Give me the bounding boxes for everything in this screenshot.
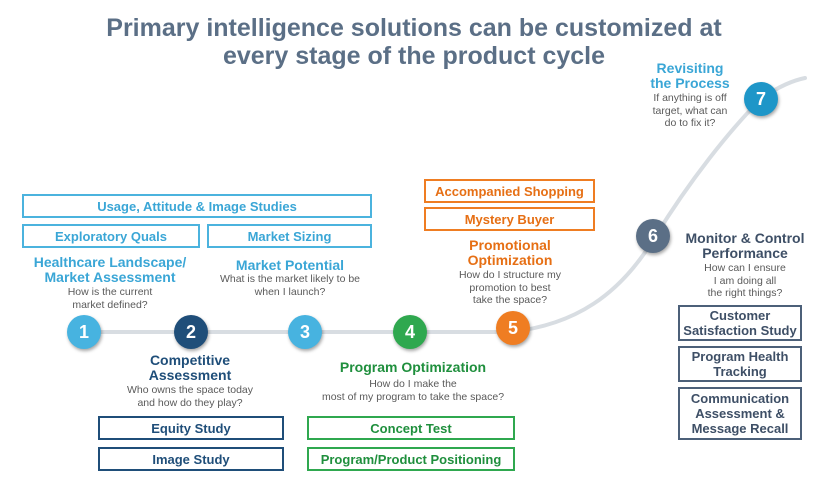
equity-study-label: Equity Study (151, 420, 231, 436)
stage-6-number: 6 (647, 226, 658, 246)
stage-3-heading: Market Potential (215, 258, 365, 273)
stage-7-question: If anything is off target, what can do t… (640, 92, 740, 130)
stage-4-number: 4 (404, 322, 415, 342)
stage-7-question-line-3: do to fix it? (664, 117, 716, 129)
stage-1-question-line-2: market defined? (72, 298, 148, 311)
communication-assessment-box: Communication Assessment & Message Recal… (678, 387, 802, 440)
stage-7-question-line-2: target, what can (652, 104, 728, 117)
stage-6-circle: 6 (636, 219, 670, 253)
stage-7-heading-line-1: Revisiting (656, 60, 724, 76)
stage-5-question-line-3: take the space? (472, 294, 548, 306)
stage-4-question: How do I make the most of my program to … (315, 378, 511, 403)
stage-5-circle: 5 (496, 311, 530, 345)
stage-1-question: How is the current market defined? (30, 286, 190, 311)
stage-4-heading: Program Optimization (318, 360, 508, 375)
mystery-buyer-box: Mystery Buyer (424, 207, 595, 231)
communication-label-line-3: Message Recall (691, 421, 789, 436)
customer-satisfaction-label-line-2: Satisfaction Study (683, 323, 797, 338)
stage-3-heading-line-1: Market Potential (235, 257, 345, 273)
stage-1-heading: Healthcare Landscape/ Market Assessment (15, 255, 205, 285)
equity-study-box: Equity Study (98, 416, 284, 440)
stage-2-number: 2 (185, 322, 196, 342)
stage-5-question: How do I structure my promotion to best … (440, 269, 580, 307)
customer-satisfaction-study-box: Customer Satisfaction Study (678, 305, 802, 341)
stage-4-question-line-1: How do I make the (369, 378, 457, 390)
stage-1-circle: 1 (67, 315, 101, 349)
stage-4-heading-line-1: Program Optimization (339, 359, 487, 375)
usage-attitude-image-studies-label: Usage, Attitude & Image Studies (97, 198, 297, 214)
stage-5-heading: Promotional Optimization (440, 238, 580, 268)
stage-7-number: 7 (755, 89, 766, 109)
stage-3-question-line-2: when I launch? (254, 285, 326, 298)
program-health-label-line-2: Tracking (713, 364, 767, 379)
market-sizing-box: Market Sizing (207, 224, 372, 248)
stage-3-circle: 3 (288, 315, 322, 349)
stage-5-question-line-1: How do I structure my (458, 269, 562, 281)
stage-6-question: How can I ensure I am doing all the righ… (680, 262, 810, 300)
stage-3-number: 3 (299, 322, 310, 342)
stage-7-question-line-1: If anything is off (653, 92, 727, 104)
stage-2-heading-line-2: Assessment (148, 367, 232, 383)
stage-5-heading-line-1: Promotional (469, 237, 551, 253)
communication-label-line-1: Communication (690, 391, 790, 406)
stage-5-question-line-2: promotion to best (469, 281, 551, 294)
stage-6-question-line-1: How can I ensure (704, 262, 786, 274)
stage-7-heading-line-2: the Process (650, 75, 730, 91)
stage-6-heading-line-1: Monitor & Control (685, 230, 805, 246)
accompanied-shopping-box: Accompanied Shopping (424, 179, 595, 203)
stage-3-question-line-1: What is the market likely to be (219, 273, 361, 285)
stage-5-heading-line-2: Optimization (467, 252, 553, 268)
concept-test-label: Concept Test (370, 420, 452, 436)
stage-6-heading-line-2: Performance (702, 245, 788, 261)
stage-2-heading: Competitive Assessment (110, 353, 270, 383)
title-line-1: Primary intelligence solutions can be cu… (106, 14, 722, 42)
stage-2-question: Who owns the space today and how do they… (105, 384, 275, 409)
stage-1-number: 1 (78, 322, 89, 342)
stage-1-heading-line-1: Healthcare Landscape/ (33, 254, 187, 270)
stage-5-number: 5 (507, 318, 518, 338)
stage-1-heading-line-2: Market Assessment (44, 269, 176, 285)
communication-label-line-2: Assessment & (695, 406, 785, 421)
stage-1-question-line-1: How is the current (67, 286, 153, 298)
program-health-tracking-box: Program Health Tracking (678, 346, 802, 382)
accompanied-shopping-label: Accompanied Shopping (435, 183, 584, 199)
stage-2-circle: 2 (174, 315, 208, 349)
stage-6-question-line-3: the right things? (707, 287, 783, 299)
image-study-box: Image Study (98, 447, 284, 471)
page-title: Primary intelligence solutions can be cu… (40, 14, 788, 70)
stage-2-heading-line-1: Competitive (149, 352, 231, 368)
stage-3-question: What is the market likely to be when I l… (205, 273, 375, 298)
stage-7-circle: 7 (744, 82, 778, 116)
market-sizing-label: Market Sizing (247, 228, 332, 244)
stage-7-heading: Revisiting the Process (640, 61, 740, 91)
exploratory-quals-box: Exploratory Quals (22, 224, 200, 248)
customer-satisfaction-label-line-1: Customer (709, 308, 771, 323)
concept-test-box: Concept Test (307, 416, 515, 440)
program-product-positioning-box: Program/Product Positioning (307, 447, 515, 471)
program-health-label-line-1: Program Health (691, 349, 789, 364)
stage-4-circle: 4 (393, 315, 427, 349)
mystery-buyer-label: Mystery Buyer (464, 211, 555, 227)
image-study-label: Image Study (152, 451, 230, 467)
stage-2-question-line-2: and how do they play? (137, 396, 243, 409)
exploratory-quals-label: Exploratory Quals (55, 228, 167, 244)
stage-2-question-line-1: Who owns the space today (126, 384, 254, 396)
program-product-positioning-label: Program/Product Positioning (320, 451, 502, 467)
stage-4-question-line-2: most of my program to take the space? (321, 390, 505, 403)
stage-6-heading: Monitor & Control Performance (670, 231, 820, 261)
usage-attitude-image-studies-box: Usage, Attitude & Image Studies (22, 194, 372, 218)
title-line-2: every stage of the product cycle (222, 42, 606, 70)
stage-6-question-line-2: I am doing all (713, 274, 777, 287)
